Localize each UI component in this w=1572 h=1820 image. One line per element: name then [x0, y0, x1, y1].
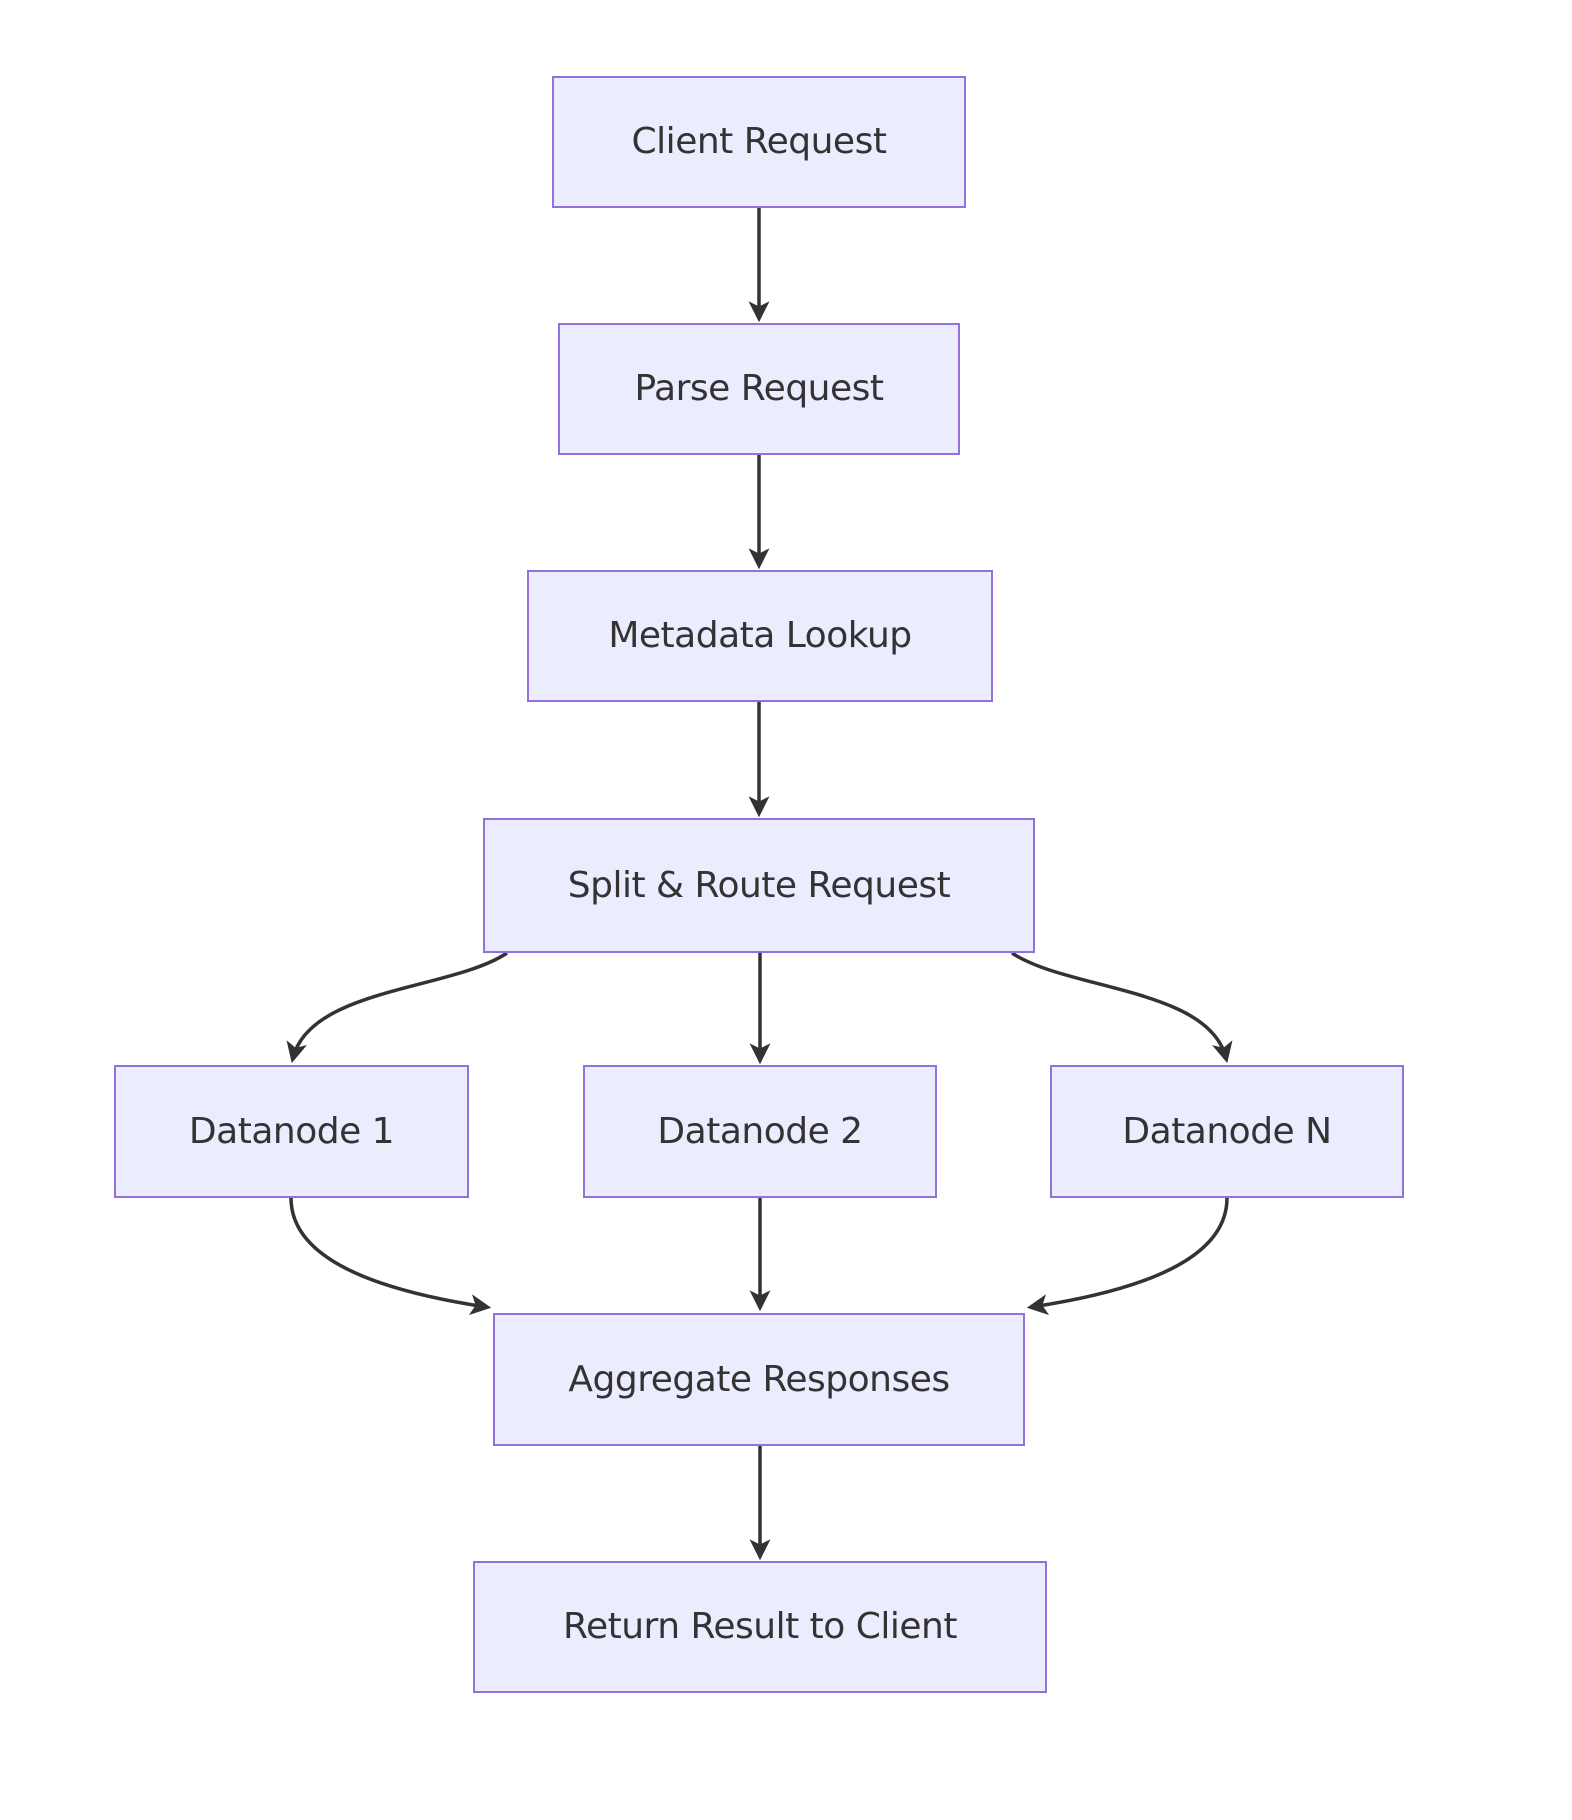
- node-datanode-2: Datanode 2: [583, 1065, 937, 1198]
- node-label: Return Result to Client: [563, 1606, 957, 1648]
- node-label: Datanode N: [1122, 1110, 1332, 1152]
- edge-split-to-datanode1: [286, 951, 508, 1064]
- node-label: Aggregate Responses: [568, 1358, 950, 1400]
- edge-datanodeN-to-aggregate: [1026, 1197, 1229, 1316]
- edge-datanode1-to-aggregate: [289, 1197, 492, 1316]
- node-label: Client Request: [631, 121, 887, 163]
- node-aggregate-responses: Aggregate Responses: [493, 1313, 1025, 1446]
- node-label: Parse Request: [634, 368, 884, 410]
- node-client-request: Client Request: [552, 76, 966, 208]
- node-label: Split & Route Request: [567, 864, 951, 906]
- node-datanode-n: Datanode N: [1050, 1065, 1404, 1198]
- node-return-result-to-client: Return Result to Client: [473, 1561, 1047, 1693]
- node-label: Datanode 2: [657, 1110, 863, 1152]
- edge-split-to-datanodeN: [1011, 951, 1233, 1064]
- node-datanode-1: Datanode 1: [114, 1065, 469, 1198]
- node-parse-request: Parse Request: [558, 323, 960, 455]
- node-metadata-lookup: Metadata Lookup: [527, 570, 993, 702]
- node-split-route-request: Split & Route Request: [483, 818, 1035, 953]
- node-label: Metadata Lookup: [608, 615, 912, 657]
- node-label: Datanode 1: [188, 1110, 395, 1152]
